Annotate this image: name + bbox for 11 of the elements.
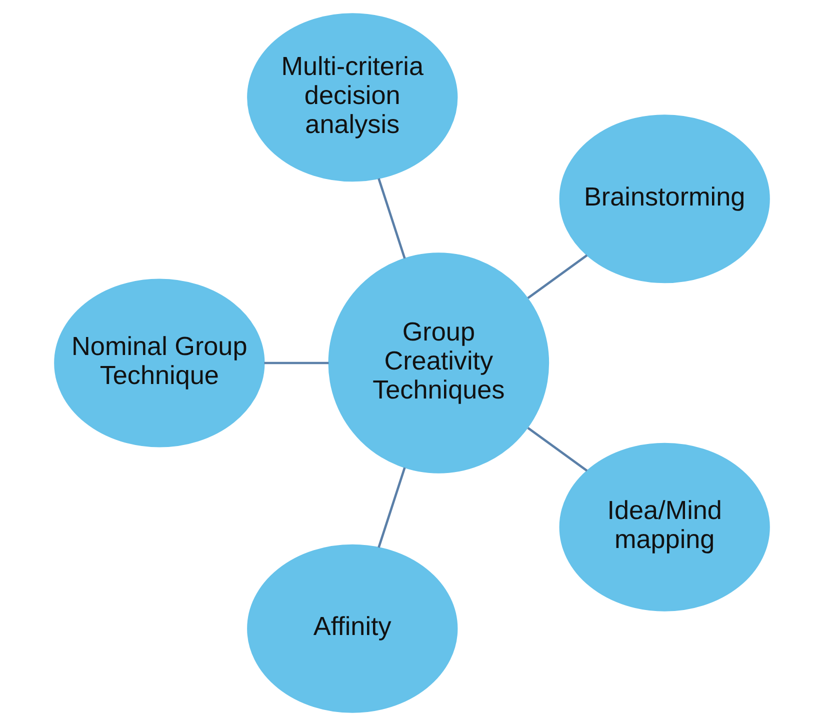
node-ellipse: Multi-criteria decision analysis	[247, 13, 458, 182]
node-ellipse: Affinity	[247, 544, 458, 713]
connector	[527, 254, 588, 300]
node-ellipse: Brainstorming	[559, 114, 770, 284]
connector	[378, 467, 406, 548]
node-circle: Group Creativity Techniques	[328, 252, 550, 474]
node-ellipse: Idea/Mind mapping	[559, 442, 770, 612]
node-ellipse: Nominal Group Technique	[54, 278, 265, 448]
connector	[378, 178, 406, 259]
connector	[527, 426, 588, 472]
connector	[264, 362, 329, 364]
